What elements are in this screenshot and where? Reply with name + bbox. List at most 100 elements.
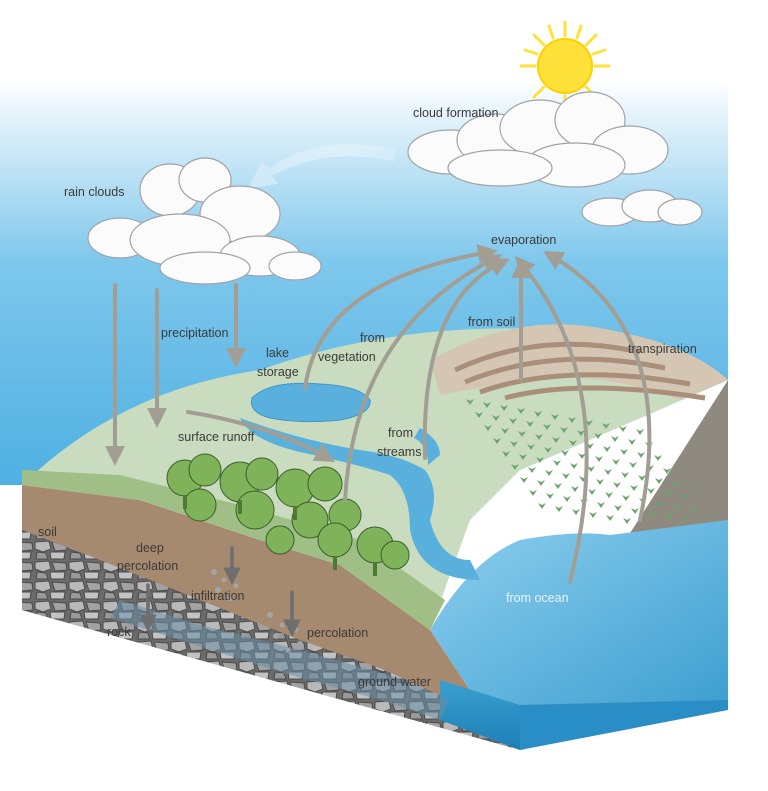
crop-plant [595,456,603,462]
crop-plant [596,479,604,485]
crop-plant [571,486,579,492]
crop-plant [589,512,597,518]
crop-plant [602,423,610,429]
crop-plant [466,399,474,405]
crop-plant [597,502,605,508]
label-deep-percolation-1: deep [136,541,164,555]
crop-plant [690,507,698,513]
crop-plant [614,505,622,511]
crop-plant [517,408,525,414]
crop-plant [563,496,571,502]
crop-plant [535,434,543,440]
crop-plant [619,426,627,432]
crop-plant [663,468,671,474]
ocean-front [440,680,520,750]
crop-plant [612,459,620,465]
crop-plant [483,402,491,408]
trees [166,453,410,576]
label-ground-water: ground water [358,675,431,689]
crop-plant [673,504,681,510]
crop-plant [529,490,537,496]
label-surface-runoff: surface runoff [178,430,255,444]
label-from-streams-2: streams [377,445,421,459]
crop-field [466,399,698,524]
crop-plant [500,405,508,411]
crop-plant [570,463,578,469]
crop-plant [636,429,644,435]
crop-plant [637,452,645,458]
crop-plant [656,501,664,507]
stream-branch [414,428,440,465]
crop-plant [493,438,501,444]
crop-plant [572,509,580,515]
crop-plant [545,470,553,476]
crop-plant [647,488,655,494]
ocean [430,520,728,705]
label-infiltration: infiltration [191,589,245,603]
label-deep-percolation-2: percolation [117,559,178,573]
crop-plant [519,454,527,460]
crop-plant [538,503,546,509]
crop-plant [623,518,631,524]
crop-plant [630,485,638,491]
label-from-streams-1: from [388,426,413,440]
crop-plant [554,483,562,489]
crop-plant [682,517,690,523]
crop-plant [588,489,596,495]
label-from-vegetation-2: vegetation [318,350,376,364]
crop-plant [613,482,621,488]
crop-plant [509,418,517,424]
label-cloud-formation: cloud formation [413,106,499,120]
lake-evaporation-arrow [303,244,498,390]
streams-evaporation-arrow [422,257,511,460]
label-soil: soil [38,525,57,539]
crop-plant [520,477,528,483]
crop-plant [604,469,612,475]
label-lake-storage-1: lake [266,346,289,360]
crop-plant [611,436,619,442]
crop-plant [475,412,483,418]
crop-plant [492,415,500,421]
crop-plant [578,453,586,459]
label-evaporation: evaporation [491,233,556,247]
sun-icon [519,20,611,112]
label-lake-storage-2: storage [257,365,299,379]
crop-plant [655,478,663,484]
transpiration-arrow [543,250,652,522]
crop-plant [484,425,492,431]
crop-plant [631,508,639,514]
crop-plant [560,427,568,433]
ocean-evaporation-arrow [514,255,589,584]
crop-plant [568,417,576,423]
label-precipitation: precipitation [161,326,228,340]
crop-plant [544,447,552,453]
crop-plant [606,515,614,521]
crop-plant [621,472,629,478]
crop-plant [594,433,602,439]
crop-plant [534,411,542,417]
crop-plant [528,467,536,473]
land-surface [22,328,728,630]
label-rain-clouds: rain clouds [64,185,124,199]
crop-plant [569,440,577,446]
crop-plant [605,492,613,498]
label-from-ocean: from ocean [506,591,569,605]
crop-plant [629,462,637,468]
crop-plant [553,460,561,466]
crop-plant [526,421,534,427]
crop-plant [664,491,672,497]
rain-clouds [87,157,322,285]
crop-plant [536,457,544,463]
crop-plant [552,437,560,443]
crop-plant [561,450,569,456]
label-transpiration: transpiration [628,342,697,356]
crop-plant [587,466,595,472]
crop-plant [551,414,559,420]
vegetation-evaporation-arrow [343,254,503,502]
crop-plant [603,446,611,452]
crop-plant [518,431,526,437]
crop-plant [681,494,689,500]
cloud-drift-arrow [248,144,395,188]
